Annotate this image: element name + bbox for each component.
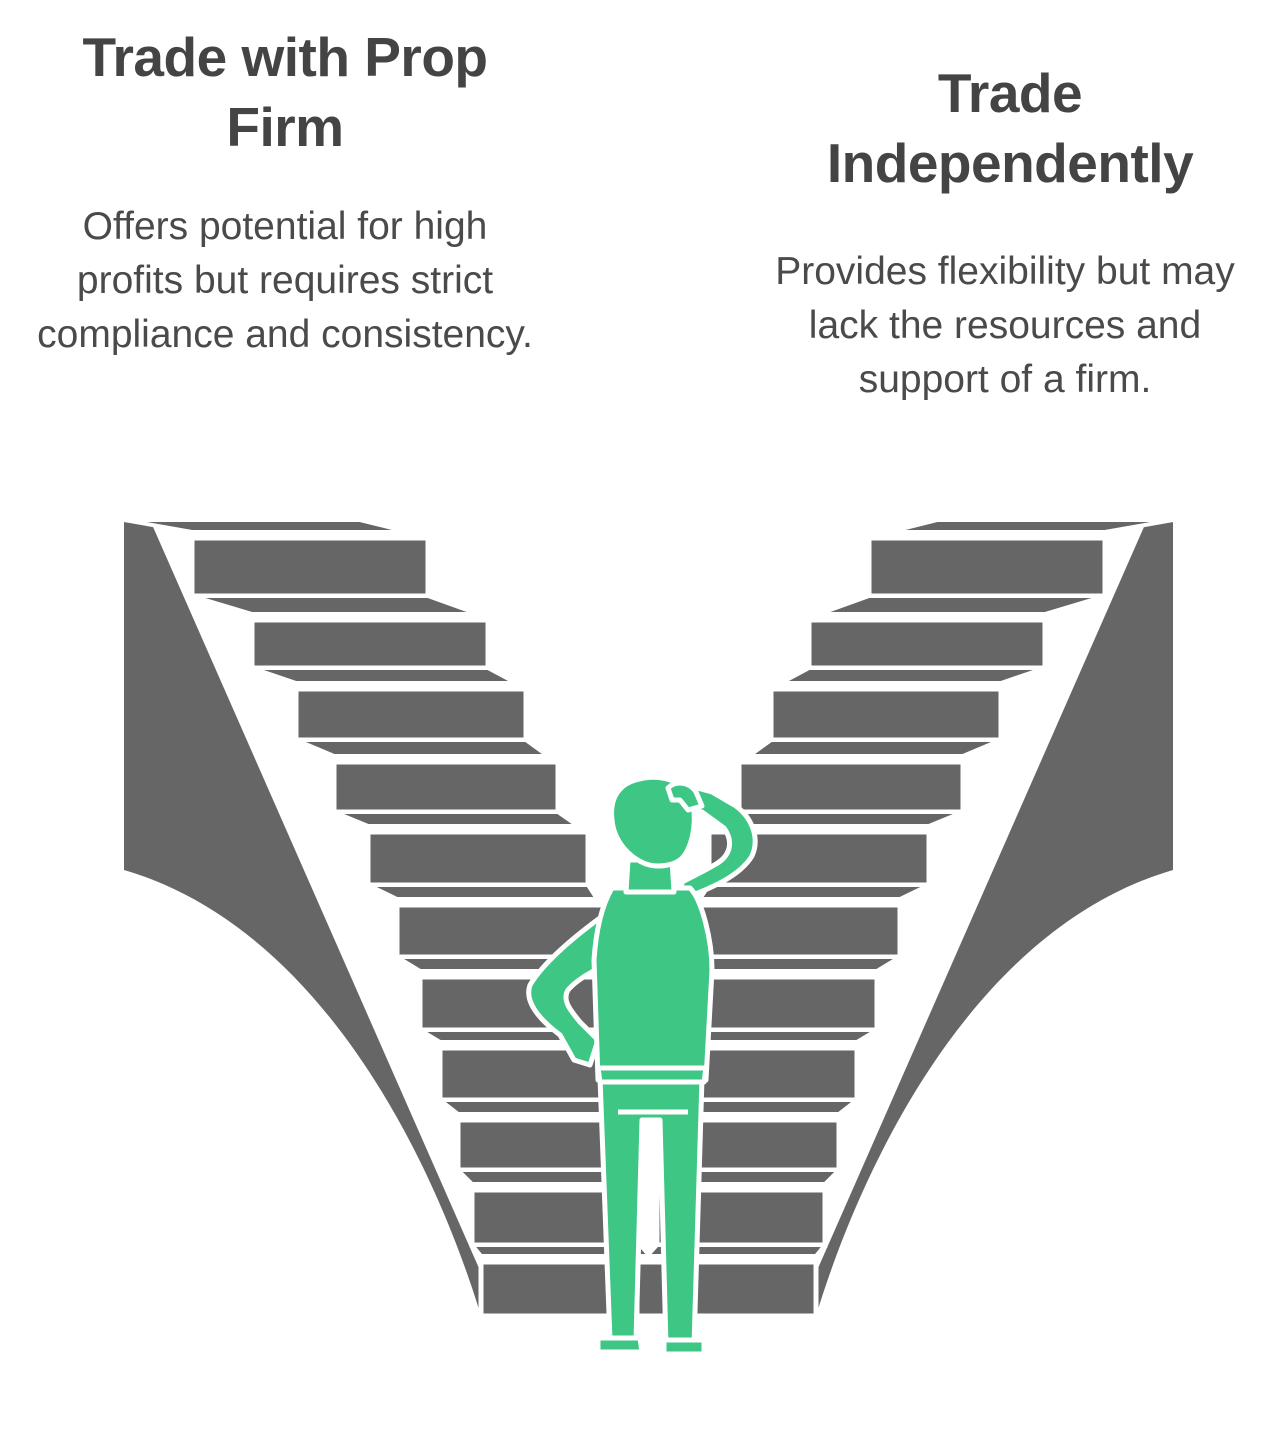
stair-step	[334, 762, 558, 812]
stair-step	[690, 905, 900, 957]
stair-step	[420, 977, 620, 1030]
stair-tread	[700, 885, 929, 899]
stair-step	[771, 689, 1001, 740]
left-staircase-icon	[124, 520, 660, 1316]
stair-step	[192, 538, 428, 596]
stair-tread	[252, 668, 516, 683]
stair-step	[252, 620, 488, 668]
staircase-top-cap	[889, 520, 1173, 532]
stair-tread	[781, 668, 1045, 683]
staircase-top-cap	[124, 520, 408, 532]
stair-tread	[687, 957, 900, 971]
stair-step	[809, 620, 1045, 668]
stair-step	[296, 689, 526, 740]
stair-tread	[719, 812, 963, 826]
stair-tread	[192, 596, 478, 614]
stair-tread	[368, 885, 597, 899]
stair-tread	[749, 740, 1001, 756]
right-staircase-icon	[637, 520, 1173, 1316]
stair-tread	[334, 812, 578, 826]
stair-step	[869, 538, 1105, 596]
stair-step	[739, 762, 963, 812]
stair-tread	[819, 596, 1105, 614]
stair-tread	[296, 740, 548, 756]
stair-step	[368, 832, 588, 885]
